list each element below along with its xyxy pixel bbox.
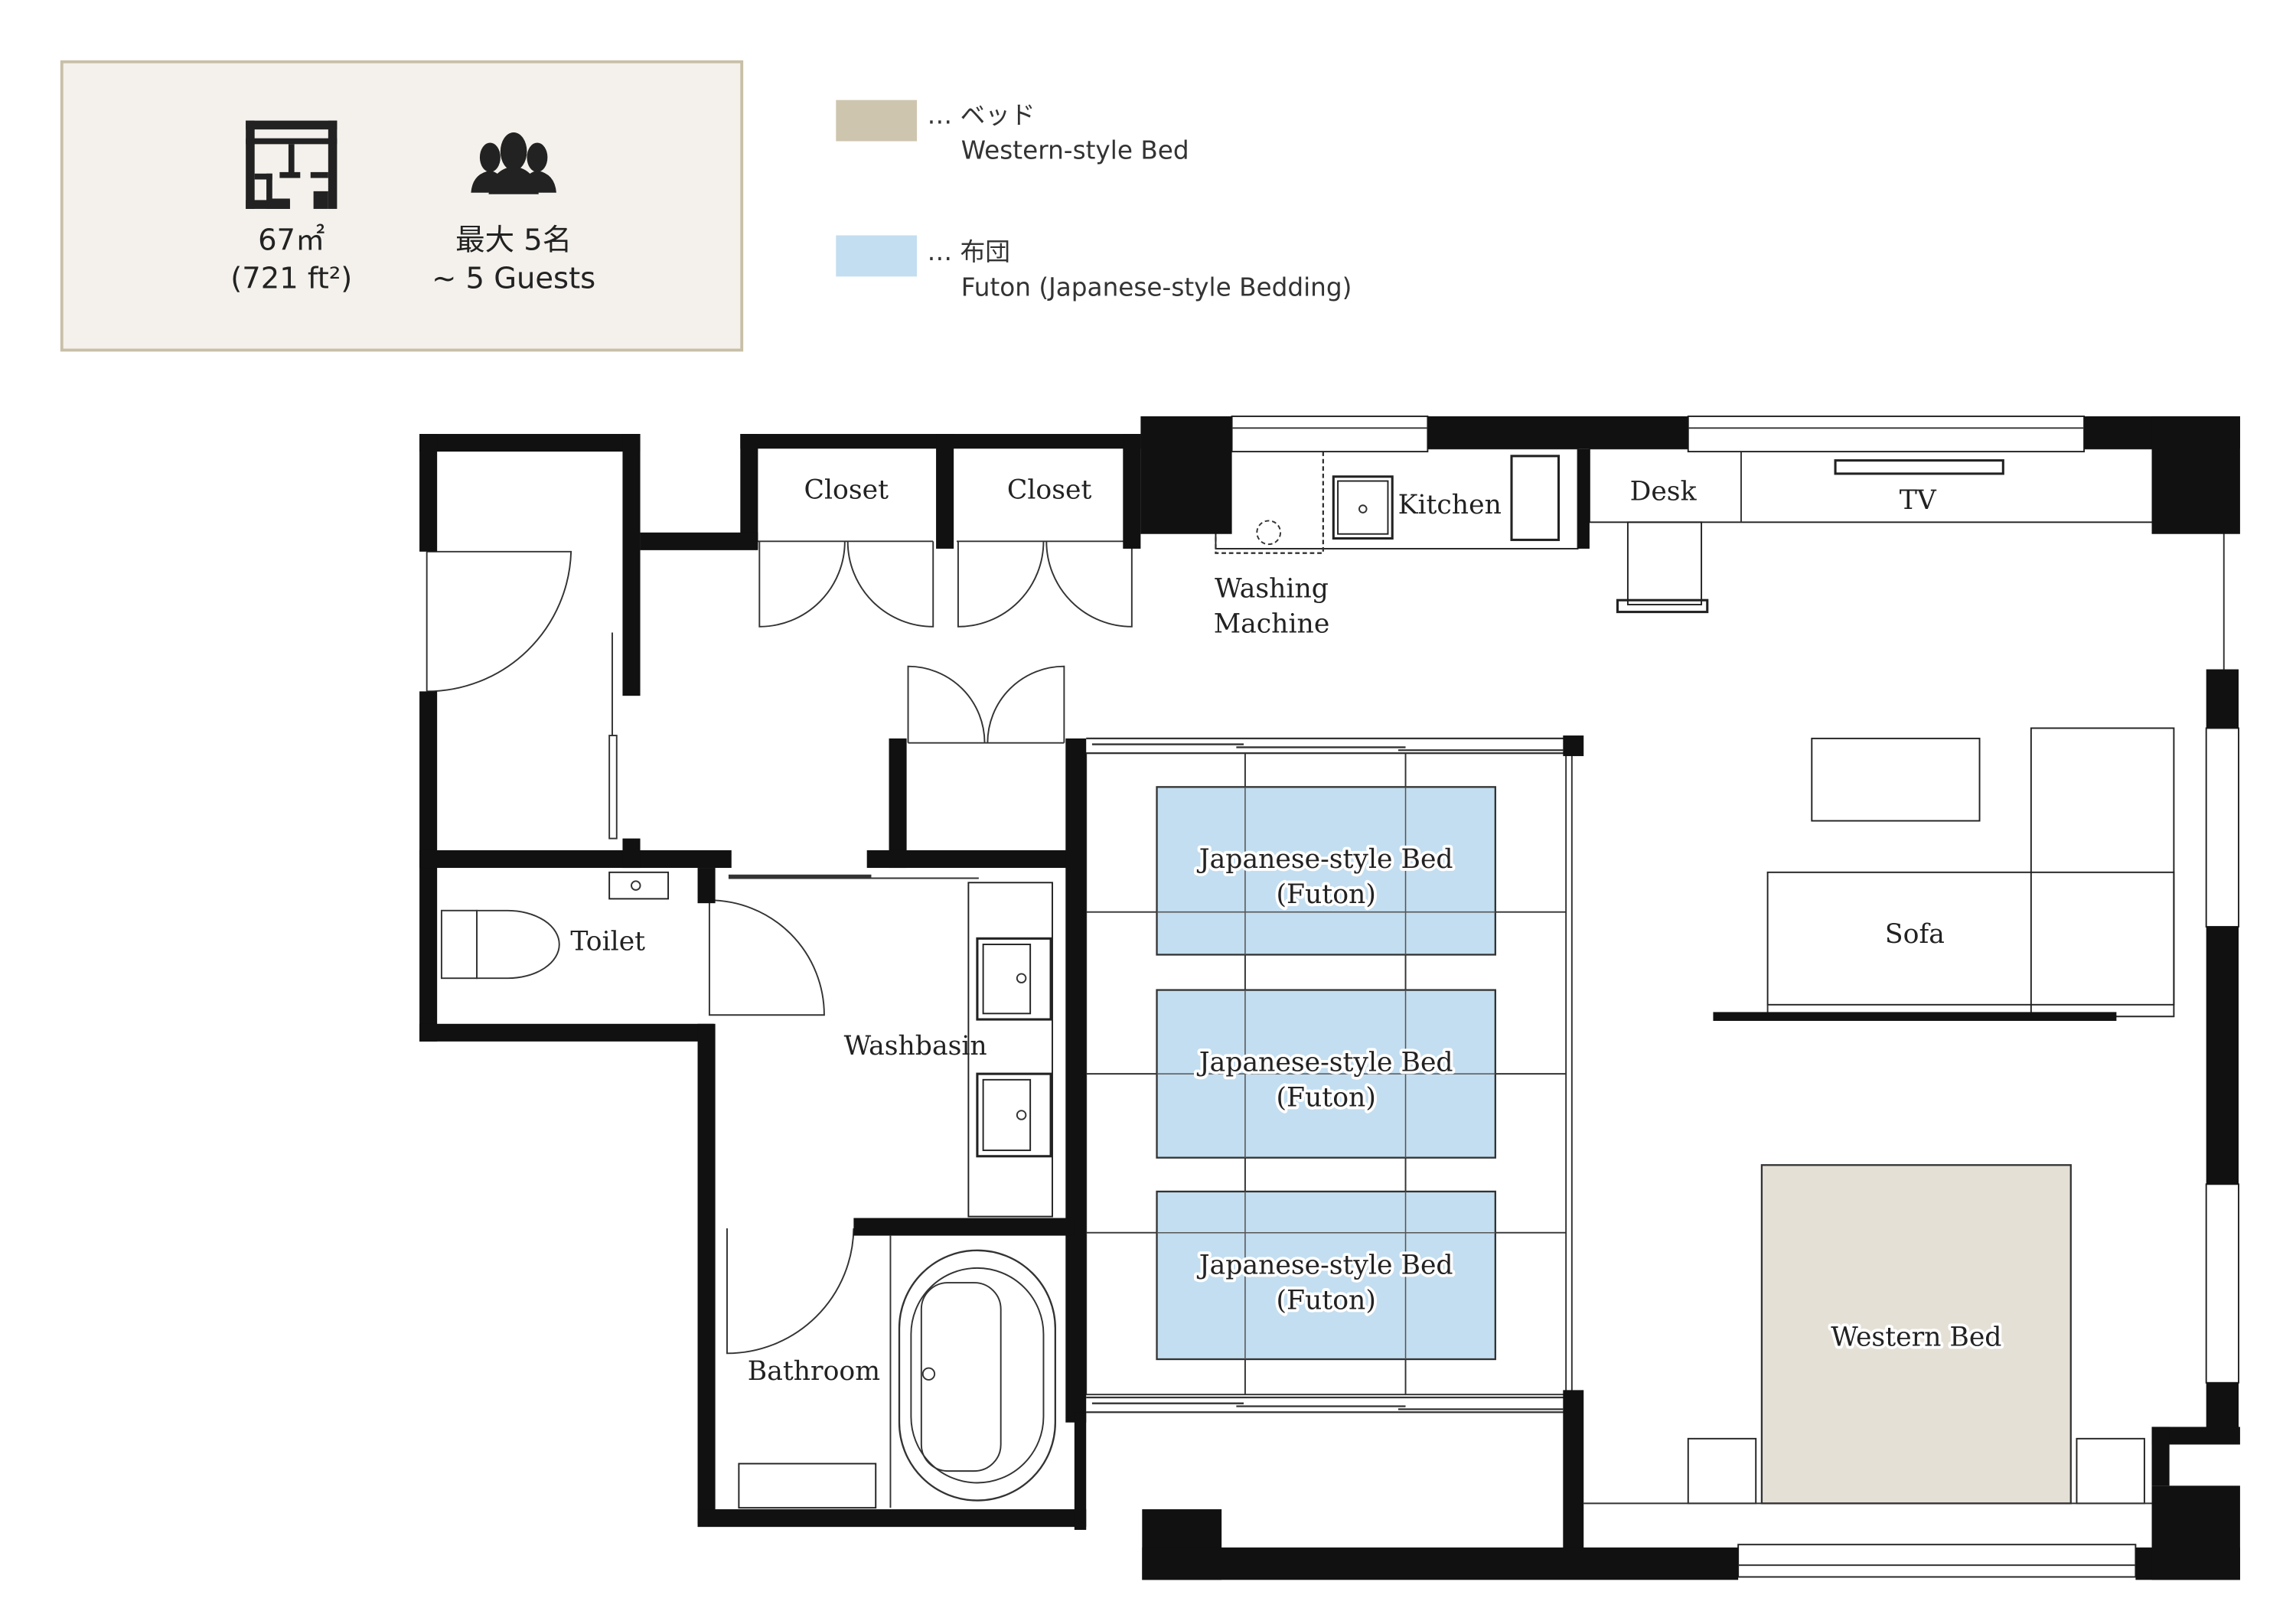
legend-item-futon: … 布団 Futon (Japanese-style Bedding) [836,235,1352,302]
legend-label-jp: … ベッド [928,100,1035,129]
western-bed: Western Bed [1687,1164,2145,1505]
legend-label-jp: … 布団 [928,237,1010,266]
floor-plan-drawing: Japanese-style Bed (Futon) Japanese-styl… [419,415,2240,1580]
futon-3: Japanese-style Bed (Futon) [1156,1190,1497,1361]
kitchen-label: Kitchen [1398,490,1502,520]
guests-icon [471,132,556,194]
desk-label: Desk [1630,477,1698,507]
legend-label-en: Futon (Japanese-style Bedding) [961,272,1352,302]
futon-label: Japanese-style Bed [1197,1047,1453,1078]
capacity-jp: 最大 5名 [455,223,572,258]
toilet: Toilet [440,871,825,1016]
bathroom: Bathroom [726,1228,1056,1509]
futon-1: Japanese-style Bed (Futon) [1156,786,1497,956]
kitchen: Kitchen Washing Machine [1214,448,1579,640]
washing-machine-label-2: Machine [1214,609,1330,640]
washbasin-label: Washbasin [844,1031,987,1061]
toilet-label: Toilet [570,927,645,957]
futon-label: Japanese-style Bed [1197,1251,1453,1281]
futon-label: Japanese-style Bed [1197,844,1453,875]
tv-label: TV [1900,485,1937,516]
floor-plan-icon [246,120,338,209]
futon-label-sub: (Futon) [1277,1082,1376,1113]
desk-tv-counter: Desk TV [1588,448,2156,614]
futon-2: Japanese-style Bed (Futon) [1156,989,1497,1159]
bathroom-label: Bathroom [748,1356,880,1387]
area-metric: 67㎡ [258,223,325,258]
sliding-doors-tatami [1086,737,1572,1414]
entrance-door [426,550,618,840]
capacity-en: ~ 5 Guests [432,262,595,296]
info-box: 67㎡ (721 ft²) 最大 5名 ~ 5 Guests [60,60,744,352]
legend-swatch-futon [836,235,918,277]
closets: Closet Closet [756,475,1133,744]
sofa-label: Sofa [1885,919,1945,950]
walls [419,416,2240,1580]
legend-label-en: Western-style Bed [961,136,1189,165]
western-bed-label: Western Bed [1831,1322,2001,1353]
washbasin: Washbasin [728,874,1053,1218]
legend-item-western-bed: … ベッド Western-style Bed [836,99,1189,165]
windows [1231,415,2239,1578]
sofa: Sofa [1713,727,2175,1021]
legend: … ベッド Western-style Bed … 布団 Futon (Japa… [836,99,1352,302]
legend-swatch-western-bed [836,99,918,142]
washing-machine-label: Washing [1215,573,1329,604]
area-imperial: (721 ft²) [230,262,352,296]
closet-label-1: Closet [804,475,889,506]
closet-door-swing [758,541,1133,744]
closet-label-2: Closet [1007,475,1092,506]
futon-label-sub: (Futon) [1277,879,1376,910]
futon-label-sub: (Futon) [1277,1286,1376,1316]
